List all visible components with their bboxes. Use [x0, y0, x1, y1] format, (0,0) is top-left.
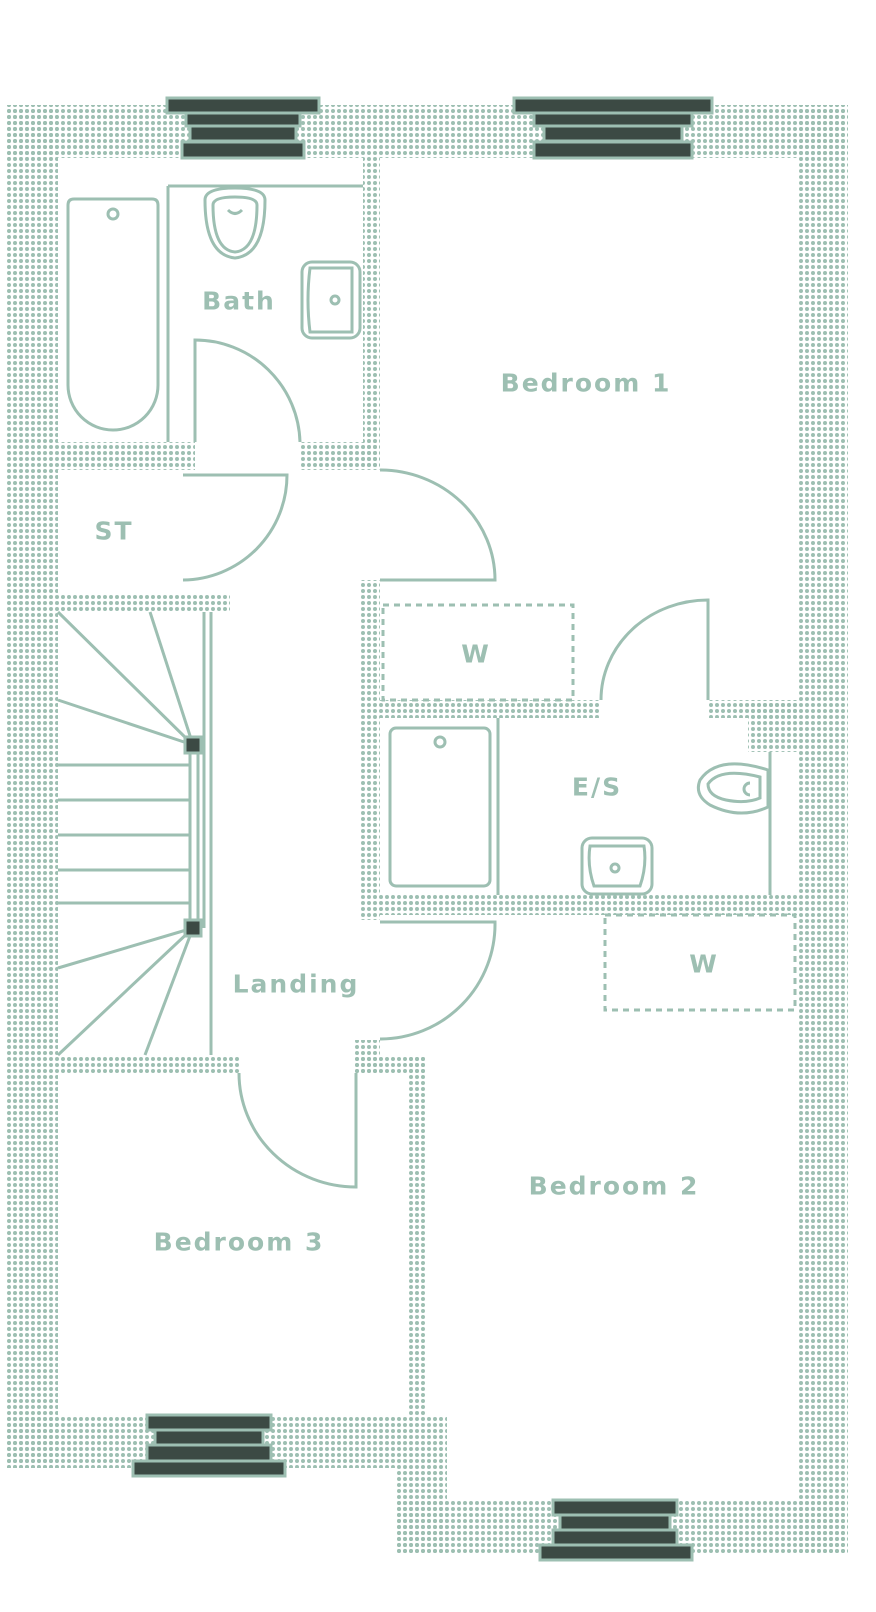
window-bath [165, 96, 321, 160]
bathtub [66, 197, 160, 432]
wardrobe-1 [381, 603, 575, 702]
fixtures [56, 184, 797, 1189]
wardrobe-2 [603, 913, 797, 1012]
door-store [182, 473, 289, 582]
door-bath [193, 338, 302, 443]
room-label-landing: Landing [232, 969, 360, 999]
staircase [56, 610, 213, 1057]
basin [300, 260, 362, 340]
ensuite-toilet [696, 762, 770, 815]
room-label-bedroom-3: Bedroom 3 [153, 1227, 325, 1257]
door-bedroom1 [379, 468, 497, 582]
window-bedroom3 [131, 1413, 287, 1478]
door-bedroom2 [379, 920, 497, 1041]
ensuite-basin [580, 836, 654, 896]
room-label-wardrobe-2: W [689, 949, 719, 979]
room-label-bedroom-1: Bedroom 1 [500, 368, 672, 398]
door-bedroom3 [237, 1072, 358, 1189]
shower [388, 726, 492, 888]
room-interiors [168, 158, 363, 186]
room-label-bedroom-2: Bedroom 2 [528, 1171, 700, 1201]
walls [5, 105, 848, 1555]
room-label-wardrobe-1: W [461, 639, 491, 669]
door-ensuite [599, 598, 710, 701]
room-label-store: ST [94, 516, 134, 546]
window-bedroom1 [512, 96, 714, 160]
room-label-bath: Bath [202, 286, 276, 316]
toilet [203, 186, 267, 260]
windows [131, 96, 714, 1562]
room-label-ensuite: E/S [571, 772, 623, 802]
window-bedroom2 [538, 1498, 694, 1562]
